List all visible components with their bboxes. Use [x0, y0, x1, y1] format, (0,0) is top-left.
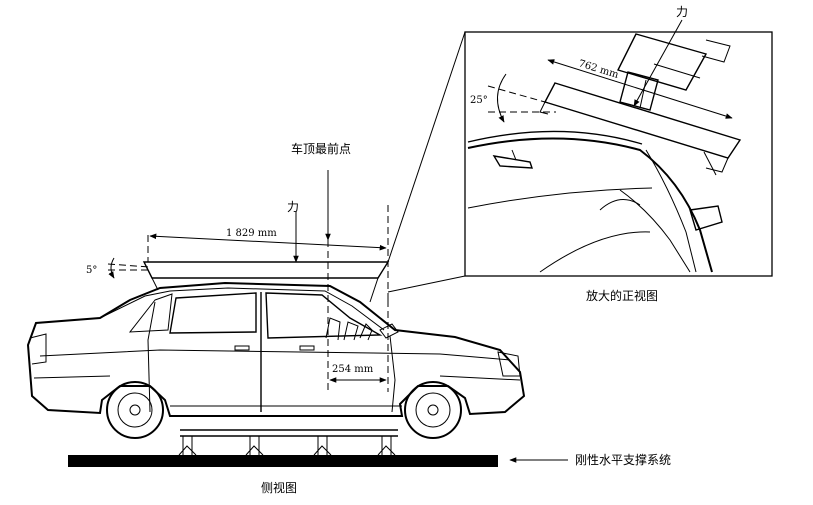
rigid-platform	[68, 455, 498, 467]
loading-plate	[142, 261, 390, 303]
offset-dimension: 254 mm	[332, 364, 374, 375]
force-label-zoom: 力	[676, 5, 688, 19]
force-label-side: 力	[287, 200, 299, 214]
width-dimension: 1 829 mm	[226, 228, 277, 239]
side-view-caption: 侧视图	[261, 480, 297, 495]
roof-front-point-label: 车顶最前点	[291, 141, 351, 156]
support-label: 刚性水平支撑系统	[575, 452, 671, 467]
zoom-view-caption: 放大的正视图	[586, 288, 658, 303]
zoom-car-detail	[467, 130, 723, 273]
side-view: 1 829 mm 力 车顶最前点 254 mm 5° 侧视图 刚性水平支撑系统	[26, 141, 671, 495]
angle-side: 5°	[86, 265, 97, 276]
car-side	[26, 281, 526, 439]
support-stands	[178, 429, 398, 456]
zoom-view: 力 762 mm 25° 放大的正视图	[464, 5, 773, 303]
angle-zoom: 25°	[470, 95, 488, 106]
